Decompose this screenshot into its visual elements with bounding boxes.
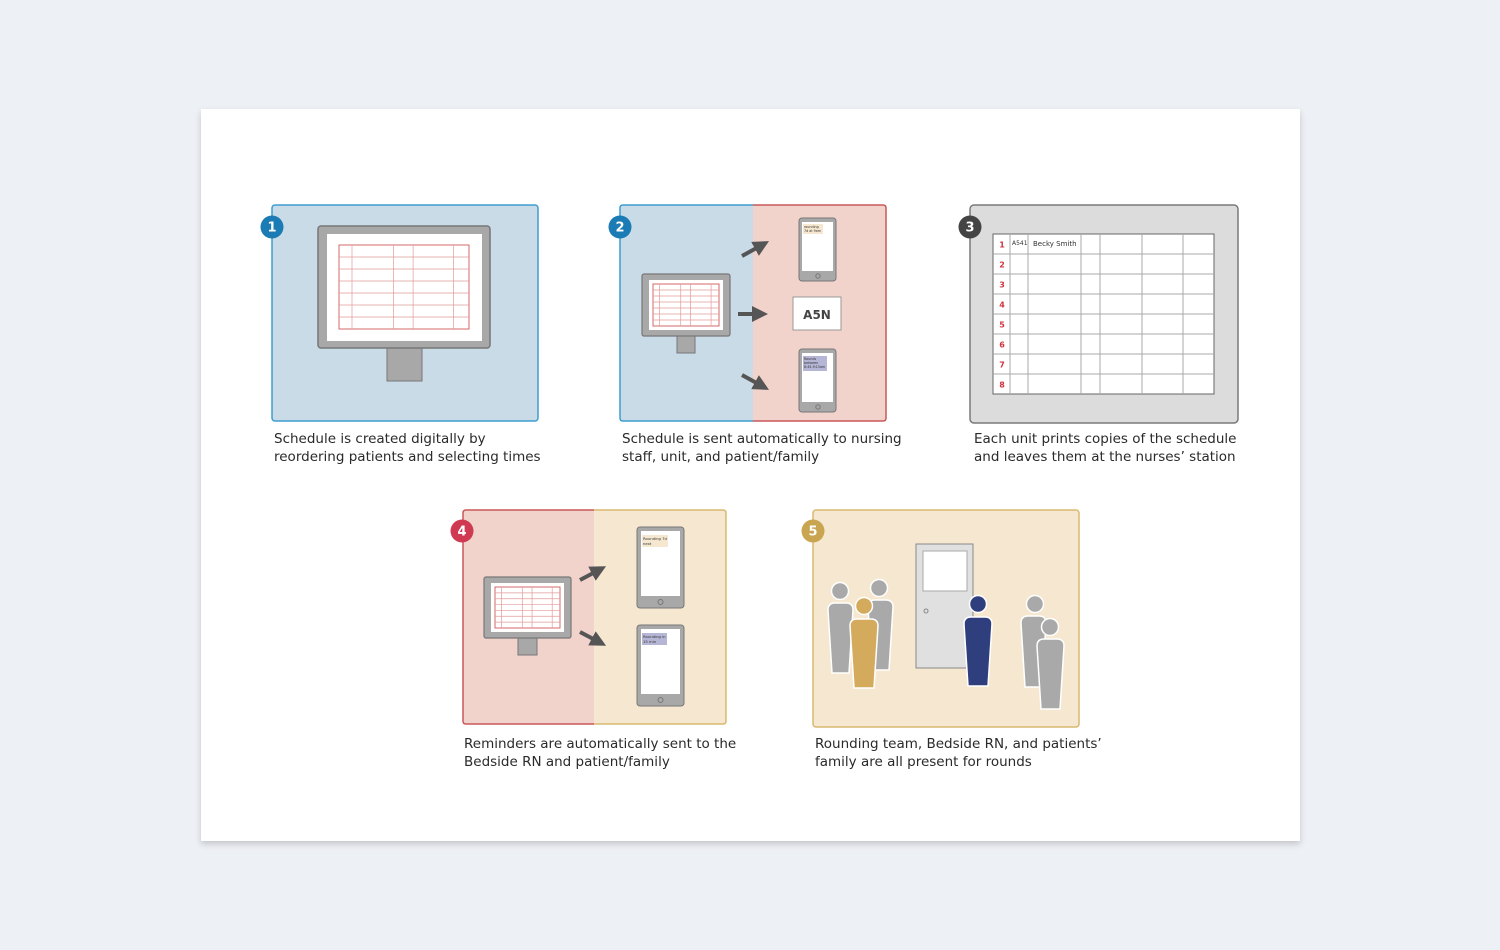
step-1-panel: 1 bbox=[260, 204, 539, 422]
row-number: 8 bbox=[999, 381, 1005, 390]
phone-icon: Rounding 7d next bbox=[636, 526, 685, 609]
phone-icon: rounding 7d at 9am bbox=[798, 217, 837, 282]
caption-line: Rounding team, Bedside RN, and patients’ bbox=[815, 736, 1102, 752]
caption-line: reordering patients and selecting times bbox=[274, 449, 541, 465]
unit-sign: A5N bbox=[792, 296, 842, 331]
printed-schedule-table: 1 2 3 4 5 6 7 8 A541 Becky Smith bbox=[992, 233, 1215, 395]
svg-text:1: 1 bbox=[267, 221, 276, 236]
svg-text:2: 2 bbox=[615, 221, 624, 236]
schedule-grid bbox=[494, 586, 561, 629]
row-number: 4 bbox=[999, 301, 1005, 310]
caption-line: staff, unit, and patient/family bbox=[622, 449, 820, 465]
schedule-grid bbox=[338, 244, 470, 330]
row-number: 7 bbox=[999, 361, 1005, 370]
step-badge: 2 bbox=[608, 215, 632, 239]
grid-border bbox=[494, 586, 561, 629]
arrow-icons bbox=[738, 241, 770, 390]
door-icon bbox=[915, 543, 974, 669]
row-number: 2 bbox=[999, 261, 1005, 270]
svg-text:15 min: 15 min bbox=[643, 639, 657, 644]
step-badge: 3 bbox=[958, 215, 982, 239]
monitor-icon bbox=[641, 273, 731, 354]
svg-text:between: between bbox=[804, 361, 818, 365]
svg-text:4: 4 bbox=[457, 525, 466, 540]
svg-text:A5N: A5N bbox=[803, 308, 831, 322]
grid-border bbox=[652, 283, 720, 327]
caption-line: Reminders are automatically sent to the bbox=[464, 736, 737, 752]
arrow-icons bbox=[579, 566, 607, 646]
caption-line: Bedside RN and patient/family bbox=[464, 754, 670, 770]
phone-icon: Rounding in 15 min bbox=[636, 624, 685, 707]
row-number: 1 bbox=[999, 241, 1005, 250]
caption-line: family are all present for rounds bbox=[815, 754, 1032, 770]
row-number: 3 bbox=[999, 281, 1005, 290]
caption-line: and leaves them at the nurses’ station bbox=[974, 449, 1236, 465]
step-3-caption: Each unit prints copies of the schedule … bbox=[974, 430, 1274, 466]
step-1-caption: Schedule is created digitally by reorder… bbox=[274, 430, 574, 466]
step-badge: 5 bbox=[801, 519, 825, 543]
phone-icon: Rounds between 8:45-9:15am bbox=[798, 348, 837, 413]
svg-text:Becky Smith: Becky Smith bbox=[1033, 240, 1077, 248]
bedside-rn-icon bbox=[849, 596, 879, 689]
svg-text:Rounds: Rounds bbox=[804, 357, 816, 361]
step-badge: 4 bbox=[450, 519, 474, 543]
row-number: 6 bbox=[999, 341, 1005, 350]
svg-text:5: 5 bbox=[808, 525, 817, 540]
caption-line: Schedule is created digitally by bbox=[274, 431, 486, 447]
caption-line: Schedule is sent automatically to nursin… bbox=[622, 431, 902, 447]
step-5-caption: Rounding team, Bedside RN, and patients’… bbox=[815, 735, 1115, 771]
monitor-icon bbox=[483, 576, 572, 656]
step-badge: 1 bbox=[260, 215, 284, 239]
svg-text:3: 3 bbox=[965, 221, 974, 236]
schedule-grid bbox=[652, 283, 720, 327]
caption-line: Each unit prints copies of the schedule bbox=[974, 431, 1237, 447]
svg-text:8:45-9:15am: 8:45-9:15am bbox=[804, 365, 825, 369]
step-3-panel: 1 2 3 4 5 6 7 8 A541 Becky Smith 3 bbox=[958, 204, 1239, 424]
svg-text:next: next bbox=[643, 541, 652, 546]
step-4-caption: Reminders are automatically sent to the … bbox=[464, 735, 764, 771]
svg-text:Rounding in: Rounding in bbox=[643, 634, 666, 639]
step-2-caption: Schedule is sent automatically to nursin… bbox=[622, 430, 922, 466]
row-number: 5 bbox=[999, 321, 1005, 330]
family-member-icon bbox=[1036, 617, 1065, 710]
monitor-icon bbox=[317, 225, 491, 382]
patient-icon bbox=[963, 594, 993, 687]
svg-text:Rounding 7d: Rounding 7d bbox=[643, 536, 668, 541]
grid-border bbox=[338, 244, 470, 330]
step-2-panel: rounding 7d at 9am A5N Rounds between 8:… bbox=[608, 204, 887, 422]
svg-text:7d at 9am: 7d at 9am bbox=[804, 229, 821, 233]
svg-text:rounding: rounding bbox=[804, 225, 819, 229]
rounding-team-member-icon bbox=[827, 581, 854, 674]
step-5-panel: 5 bbox=[801, 509, 1080, 728]
step-4-panel: Rounding 7d next Rounding in 15 min 4 bbox=[450, 509, 727, 725]
people-group bbox=[827, 578, 1065, 710]
svg-text:A541: A541 bbox=[1012, 240, 1028, 247]
